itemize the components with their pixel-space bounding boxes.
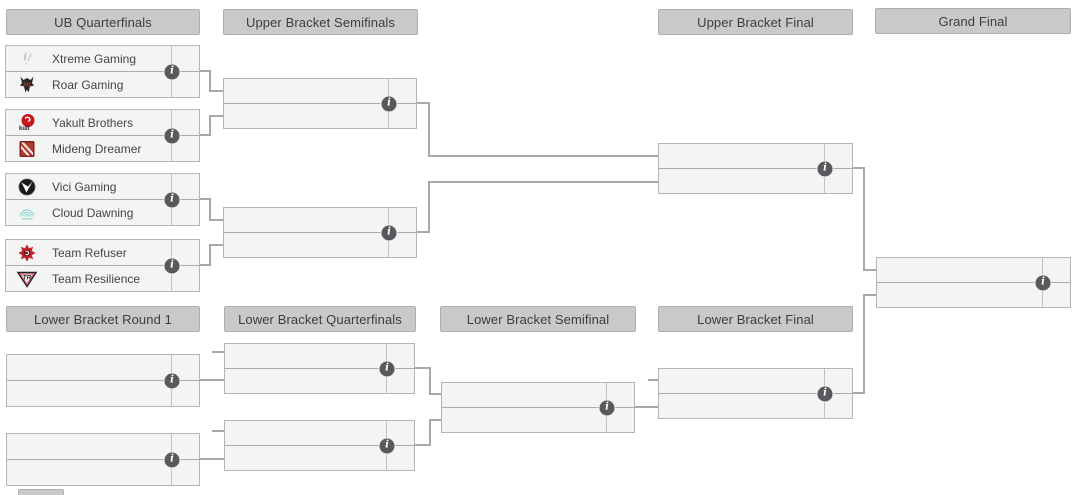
team-row <box>659 369 852 394</box>
team-row <box>7 434 199 460</box>
match-lb-final: i <box>658 368 853 419</box>
team-row: TR Team Resilience <box>6 266 199 291</box>
info-icon[interactable]: i <box>817 161 833 176</box>
info-icon[interactable]: i <box>164 192 180 207</box>
match-lb-r1-1: i <box>6 354 200 407</box>
vici-gaming-logo-icon <box>12 177 42 197</box>
match-lb-r1-2: i <box>6 433 200 486</box>
team-row <box>225 421 414 446</box>
match-ub-sf-1: i <box>223 78 417 129</box>
info-icon[interactable]: i <box>599 400 615 415</box>
header-lb-quarterfinals: Lower Bracket Quarterfinals <box>224 306 416 332</box>
match-ub-qf-2: kult Yakult Brothers Mideng Dreamer i <box>5 109 200 162</box>
cloud-dawning-logo-icon <box>12 203 42 223</box>
info-icon[interactable]: i <box>379 361 395 376</box>
team-name[interactable]: Roar Gaming <box>52 77 124 92</box>
info-icon[interactable]: i <box>164 452 180 467</box>
info-icon[interactable]: i <box>1035 275 1051 290</box>
match-ub-qf-1: Xtreme Gaming RG Roar Gaming i <box>5 45 200 98</box>
info-icon[interactable]: i <box>379 438 395 453</box>
team-name[interactable]: Yakult Brothers <box>52 115 134 130</box>
team-row <box>7 355 199 381</box>
header-lb-semifinal: Lower Bracket Semifinal <box>440 306 636 332</box>
team-row <box>877 258 1070 283</box>
match-ub-sf-2: i <box>223 207 417 258</box>
mideng-dreamer-logo-icon <box>12 139 42 159</box>
team-row <box>225 344 414 369</box>
info-icon[interactable]: i <box>164 258 180 273</box>
header-lb-round1: Lower Bracket Round 1 <box>6 306 200 332</box>
info-icon[interactable]: i <box>164 64 180 79</box>
team-row: Vici Gaming <box>6 174 199 200</box>
svg-text:RG: RG <box>23 82 31 88</box>
info-icon[interactable]: i <box>381 96 397 111</box>
svg-text:kult: kult <box>19 126 30 132</box>
team-name[interactable]: Team Refuser <box>52 245 127 260</box>
header-ub-final: Upper Bracket Final <box>658 9 853 35</box>
info-icon[interactable]: i <box>164 128 180 143</box>
team-row <box>224 208 416 233</box>
team-name[interactable]: Vici Gaming <box>52 179 117 194</box>
team-row: Team Refuser <box>6 240 199 266</box>
team-row: Xtreme Gaming <box>6 46 199 72</box>
match-ub-qf-3: Vici Gaming Cloud Dawning i <box>5 173 200 226</box>
header-ub-quarterfinals: UB Quarterfinals <box>6 9 200 35</box>
team-refuser-logo-icon <box>12 243 42 263</box>
info-icon[interactable]: i <box>381 225 397 240</box>
team-row <box>659 144 852 169</box>
info-icon[interactable]: i <box>164 373 180 388</box>
match-ub-qf-4: Team Refuser TR Team Resilience i <box>5 239 200 292</box>
team-resilience-logo-icon: TR <box>12 269 42 289</box>
team-name[interactable]: Xtreme Gaming <box>52 51 137 66</box>
svg-text:TR: TR <box>23 274 32 281</box>
info-icon[interactable]: i <box>817 386 833 401</box>
team-row: RG Roar Gaming <box>6 72 199 97</box>
team-row <box>224 79 416 104</box>
header-ub-semifinals: Upper Bracket Semifinals <box>223 9 418 35</box>
team-name[interactable]: Team Resilience <box>52 271 141 286</box>
cropped-element <box>18 489 64 495</box>
team-name[interactable]: Mideng Dreamer <box>52 141 142 156</box>
header-grand-final: Grand Final <box>875 8 1071 34</box>
team-row: Mideng Dreamer <box>6 136 199 161</box>
yakult-brothers-logo-icon: kult <box>12 112 42 134</box>
match-ub-final: i <box>658 143 853 194</box>
header-lb-final: Lower Bracket Final <box>658 306 853 332</box>
team-row: Cloud Dawning <box>6 200 199 225</box>
roar-gaming-logo-icon: RG <box>12 75 42 95</box>
match-grand-final: i <box>876 257 1071 308</box>
xtreme-gaming-logo-icon <box>12 49 42 69</box>
team-row: kult Yakult Brothers <box>6 110 199 136</box>
team-row <box>442 383 634 408</box>
match-lb-sf: i <box>441 382 635 433</box>
team-name[interactable]: Cloud Dawning <box>52 205 134 220</box>
match-lb-qf-2: i <box>224 420 415 471</box>
match-lb-qf-1: i <box>224 343 415 394</box>
